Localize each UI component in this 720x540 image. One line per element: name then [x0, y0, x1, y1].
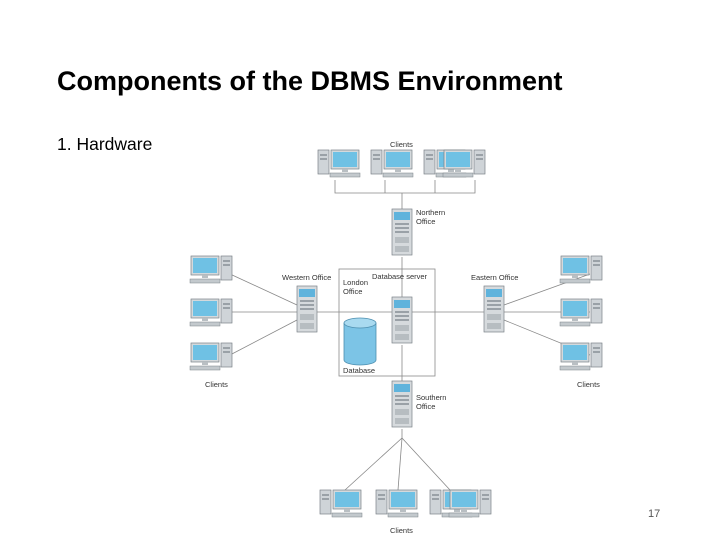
southern-office-server [391, 380, 413, 428]
southern-office-label-line1: Southern [416, 393, 446, 402]
client-computer [442, 149, 486, 178]
eastern-office-label: Eastern Office [471, 273, 518, 282]
clients-label-bottom: Clients [390, 526, 413, 535]
northern-office-server [391, 208, 413, 256]
client-computer [559, 255, 603, 284]
client-computer [317, 149, 361, 178]
client-computer [319, 489, 363, 518]
client-computer [189, 298, 233, 327]
database-server [391, 296, 413, 344]
clients-label-right: Clients [577, 380, 600, 389]
western-office-label: Western Office [282, 273, 331, 282]
database-server-label: Database server [372, 272, 428, 281]
northern-office-label-line1: Northern [416, 208, 445, 217]
slide-title: Components of the DBMS Environment [57, 66, 563, 96]
network-links [229, 180, 591, 491]
bullet-hardware: 1. Hardware [57, 134, 153, 154]
page-number: 17 [648, 508, 661, 520]
southern-office-label-line2: Office [416, 402, 435, 411]
client-computer [375, 489, 419, 518]
client-computer [370, 149, 414, 178]
client-computer [448, 489, 492, 518]
client-computer [189, 342, 233, 371]
clients-label-top: Clients [390, 140, 413, 149]
london-office-box [338, 268, 436, 377]
client-computer [559, 342, 603, 371]
northern-office-label-line2: Office [416, 217, 435, 226]
eastern-office-server [483, 285, 505, 333]
client-computer [559, 298, 603, 327]
london-office-label-line1: London [343, 278, 368, 287]
database-icon [343, 317, 377, 366]
client-computer [189, 255, 233, 284]
clients-label-left: Clients [205, 380, 228, 389]
database-label: Database [343, 366, 375, 375]
london-office-label-line2: Office [343, 287, 362, 296]
western-office-server [296, 285, 318, 333]
